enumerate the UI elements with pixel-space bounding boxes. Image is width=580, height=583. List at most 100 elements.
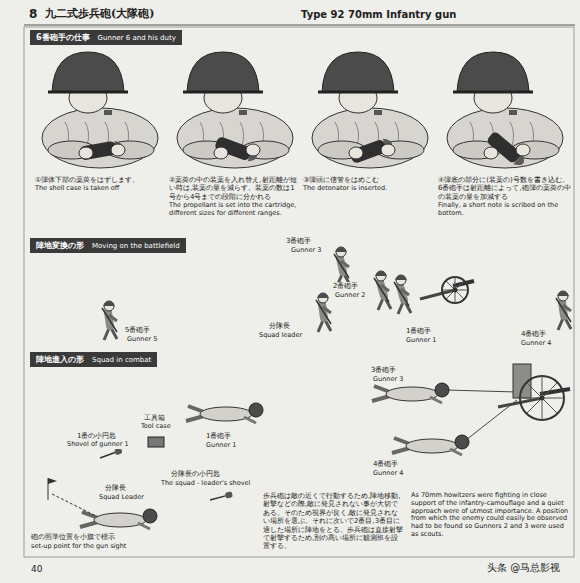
sight-line	[52, 494, 98, 517]
caption-text: The detonator is inserted.	[302, 185, 432, 193]
helmet	[52, 52, 124, 92]
shovel-handle	[210, 496, 225, 500]
shovel-symbol	[209, 491, 233, 503]
collar-badge	[509, 110, 517, 115]
gunner-label: 3番砲手	[285, 237, 312, 245]
arm	[450, 449, 462, 455]
header-text: Moving on the battlefield	[92, 242, 180, 250]
head	[318, 293, 328, 303]
section-header: 6番砲手の仕事Gunner 6 and his duty	[30, 30, 182, 45]
gunner-label: 1番砲手	[205, 432, 232, 440]
hand	[111, 144, 125, 156]
header-text: 陣地変換の形	[36, 240, 84, 251]
soldier-figure	[392, 435, 469, 455]
rifle	[556, 298, 571, 322]
caption-text: ①弾体下部の薬莢をはずします。	[34, 176, 161, 184]
hand	[246, 144, 260, 156]
part-label: The squad - leader's shovel	[160, 480, 251, 488]
shovel-blade	[225, 491, 233, 499]
header-text: Squad in combat	[92, 356, 151, 364]
gunner-figure	[447, 52, 563, 169]
paragraph: 歩兵砲は敵の近くで行動するため,陣地移動,射撃などの際,敵に発見されない事が大切…	[262, 492, 404, 551]
shovel-handle	[100, 453, 115, 458]
wheel	[520, 376, 564, 420]
rifle	[334, 254, 349, 278]
title-rule	[24, 25, 575, 26]
gunner-label: 分隊長	[268, 322, 291, 330]
gunner6-panels	[42, 52, 563, 169]
caption-text: ②薬莢の中の装薬を入れ替え,射距離が短い時は,装薬の量を減らす。装薬の数は1号か…	[168, 176, 298, 201]
arm	[318, 141, 366, 159]
caption-text: The shell case is taken off	[34, 185, 161, 193]
gunner-label: Gunner 1	[205, 442, 237, 450]
part-label: 砲の照準位置を小旗で標示	[30, 533, 116, 541]
soldier-figure	[334, 247, 350, 286]
soldier-figure	[102, 301, 117, 340]
gunner-label: Gunner 4	[372, 470, 404, 478]
part-label: 工具箱	[143, 414, 166, 422]
head	[336, 247, 346, 257]
soldier-figure	[80, 509, 157, 529]
wheel	[442, 277, 468, 303]
header-text: 6番砲手の仕事	[36, 32, 90, 43]
rope	[446, 390, 517, 392]
head	[558, 291, 568, 301]
spoke	[526, 398, 542, 414]
hand	[214, 147, 228, 159]
watermark: 头条 @马总影视	[486, 562, 561, 574]
head	[104, 301, 114, 311]
arm	[48, 141, 96, 159]
helmet-brim	[453, 91, 533, 94]
part-label: set-up point for the gun sight	[30, 543, 127, 551]
helmet	[103, 301, 115, 306]
shell	[349, 136, 394, 164]
hand	[516, 144, 530, 156]
helmet-brim	[318, 91, 398, 94]
tool-case	[148, 437, 164, 447]
gunner-label: 3番砲手	[370, 366, 397, 374]
helmet	[375, 271, 387, 276]
caption-text: Finally, a short note is scribed on the …	[437, 202, 572, 218]
helmet-brim	[183, 91, 263, 94]
helmet	[143, 509, 157, 523]
helmet	[395, 275, 407, 280]
soldier-figure	[186, 403, 263, 423]
head	[376, 271, 386, 281]
collar-badge	[104, 110, 112, 115]
helmet	[457, 52, 529, 92]
fold	[510, 122, 514, 146]
rifle	[316, 300, 331, 324]
soldier-figure	[556, 291, 571, 330]
helmet	[335, 247, 347, 252]
collar-badge	[239, 110, 247, 115]
helmet	[455, 435, 469, 449]
fold	[240, 122, 244, 146]
gunner-label: 1番砲手	[405, 327, 432, 335]
spoke	[520, 398, 542, 399]
spoke	[542, 398, 543, 420]
gunner-label: Gunner 2	[334, 292, 366, 300]
gunner-label: Squad leader	[258, 332, 303, 340]
gunner-label: 2番砲手	[332, 282, 359, 290]
hub	[540, 396, 545, 401]
hand	[484, 147, 498, 159]
header-text: 陣地進入の形	[36, 354, 84, 365]
gunner-label: 4番砲手	[520, 330, 547, 338]
gunner-label: Gunner 3	[290, 247, 322, 255]
helmet	[249, 403, 263, 417]
helmet	[187, 52, 259, 92]
gunner-figure	[177, 52, 293, 168]
helmet	[435, 383, 449, 397]
soldier-figure	[374, 271, 391, 310]
caption-text: ④弾底の部分に(装薬の)号数を書き込む。6番砲手は射距離によって,砲弾の薬莢の中…	[437, 176, 572, 201]
page-title: 九二式歩兵砲(大隊砲)	[44, 7, 155, 20]
hand	[381, 144, 395, 156]
gunner-label: 5番砲手	[124, 326, 151, 334]
gunner-figure	[312, 52, 428, 168]
spoke	[542, 382, 558, 398]
spoke	[542, 398, 558, 414]
arm	[244, 417, 256, 423]
torso	[312, 108, 428, 168]
torso	[177, 108, 293, 168]
